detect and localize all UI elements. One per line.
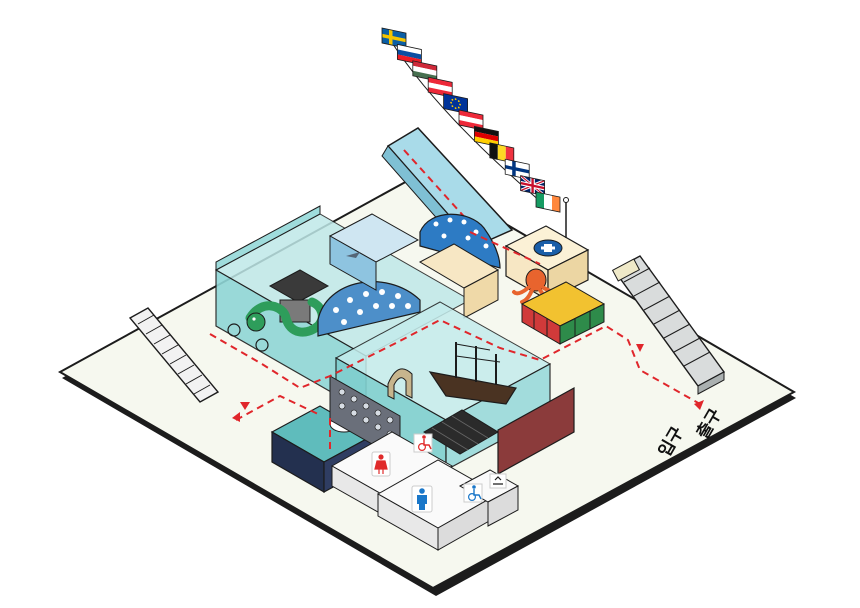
flag-european-union xyxy=(443,93,469,115)
medical-cross-icon xyxy=(533,239,563,257)
souvenir-shop xyxy=(418,243,500,319)
flag-sweden xyxy=(381,27,407,49)
flag-ireland xyxy=(535,191,561,213)
flag-finland xyxy=(504,158,530,180)
cube-blocks xyxy=(520,281,606,345)
flag-bunting xyxy=(381,27,569,213)
octopus-sculpture xyxy=(512,268,560,304)
shark-tank xyxy=(328,213,420,291)
wheelchair-icon xyxy=(413,433,433,453)
flag-belgium xyxy=(489,142,515,164)
diaper-change-icon xyxy=(489,473,507,489)
pirate-ship xyxy=(428,342,517,405)
bubble-dome xyxy=(317,281,421,337)
toilet-female-icon xyxy=(371,451,391,477)
toilet-male-icon xyxy=(411,485,433,513)
staircase-right xyxy=(611,255,726,395)
wave-sculpture xyxy=(419,213,501,269)
visitor-route xyxy=(209,231,704,450)
brick-wall xyxy=(497,386,575,476)
staircase-left xyxy=(128,307,220,403)
flag-austria-2 xyxy=(458,109,484,131)
wheelchair-icon xyxy=(463,483,483,503)
